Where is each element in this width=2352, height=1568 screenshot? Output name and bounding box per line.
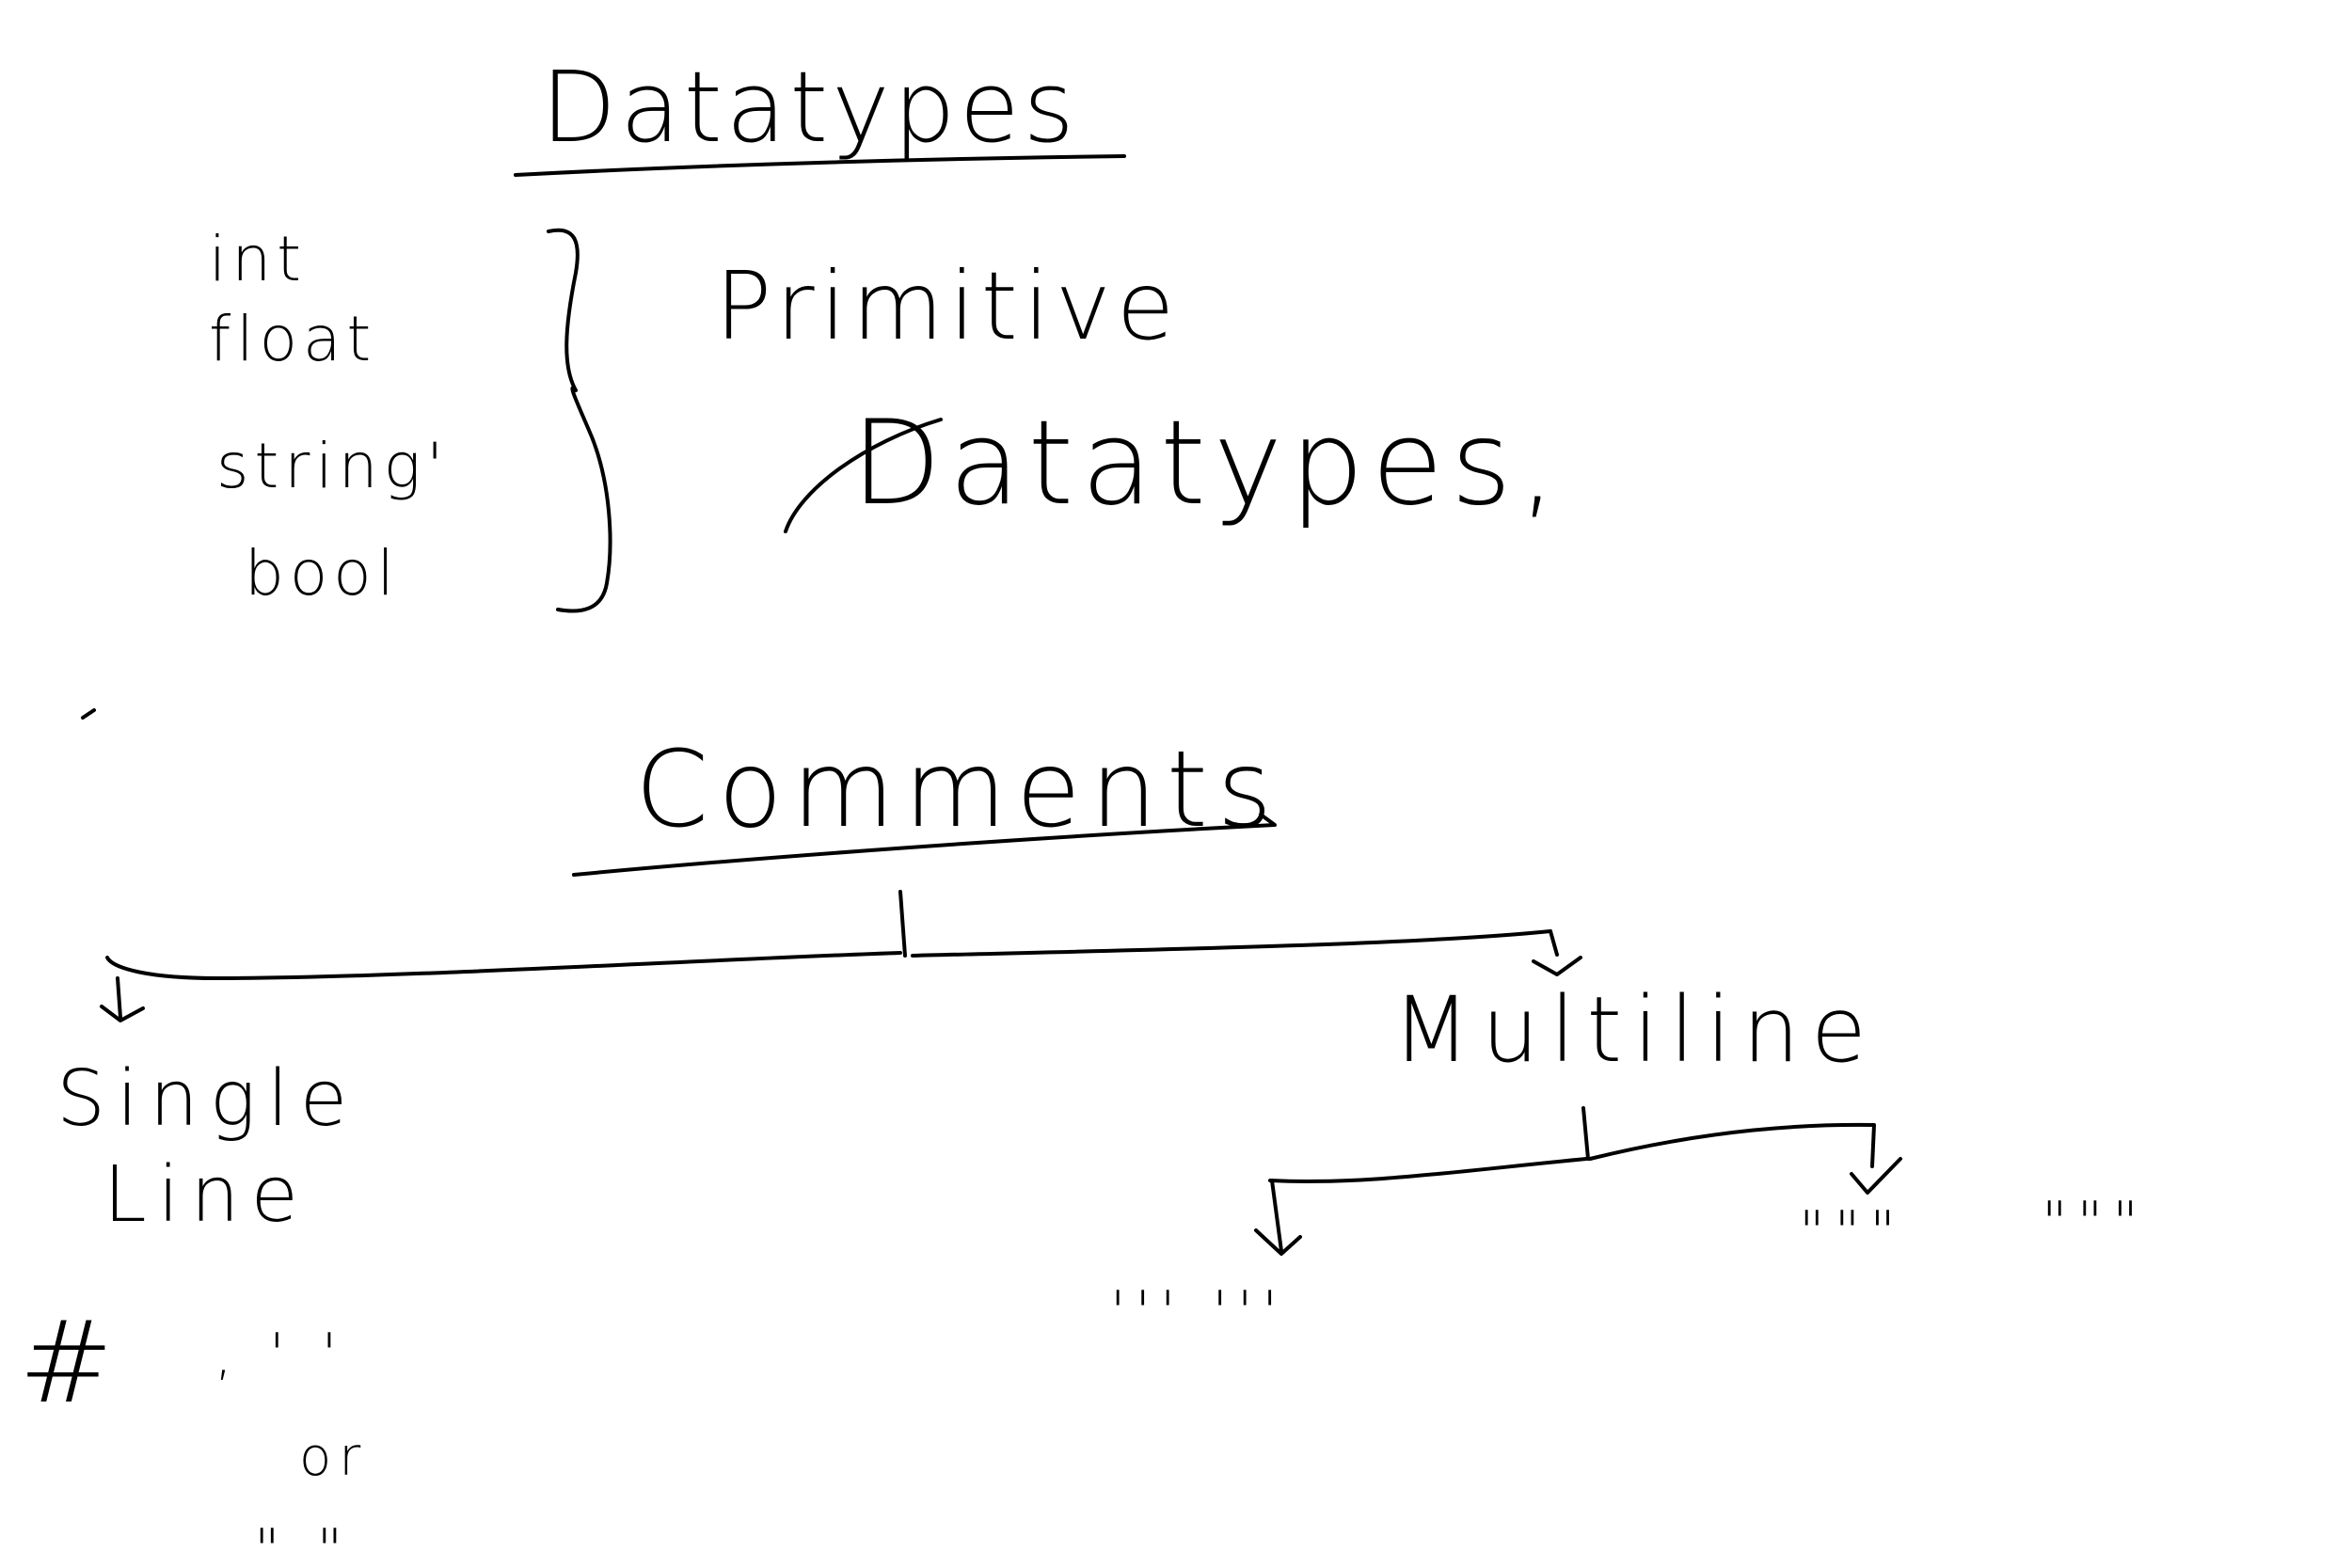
hash-symbol: # [19, 1298, 114, 1429]
double-quote-symbols: " " [254, 1517, 352, 1568]
tree-right-arrow [1532, 929, 1582, 976]
list-item-int: int [209, 223, 307, 295]
heading-datatypes: Datatypes [541, 50, 1078, 165]
tree-right-branch [911, 929, 1552, 958]
primitive-label-line2: Datatypes, [851, 396, 1564, 531]
multiline-left-arrow [1254, 1179, 1302, 1256]
heading-datatypes-underline [514, 154, 1126, 177]
triple-double-quotes-a: """ [1799, 1199, 1905, 1265]
multiline-right-branch [1588, 1122, 1876, 1168]
heading-comments: Comments [635, 729, 1281, 851]
list-item-string: string' [216, 430, 449, 502]
single-quote-symbols: , ' ' [215, 1322, 346, 1387]
heading-comments-underline [572, 813, 1277, 877]
curly-brace [547, 228, 612, 613]
or-text: or [299, 1427, 368, 1488]
tree-left-branch [105, 951, 902, 980]
branch-single-line2: Line [103, 1150, 310, 1240]
multiline-stem [1581, 1106, 1590, 1161]
stray-mark [81, 708, 96, 720]
multiline-right-arrow [1850, 1157, 1902, 1195]
tree-left-arrow [100, 976, 145, 1022]
triple-double-quotes-b: """ [2042, 1190, 2148, 1256]
branch-single-line1: Single [56, 1054, 358, 1144]
datatypes-swoosh [784, 418, 943, 533]
tree-stem [898, 890, 907, 958]
list-item-bool: bool [245, 537, 400, 610]
multiline-left-branch [1268, 1157, 1588, 1183]
triple-single-quotes: ''' ''' [1110, 1279, 1287, 1345]
branch-multiline: Multiline [1392, 977, 1878, 1083]
list-item-float: float [209, 303, 376, 375]
primitive-label-line1: Primitive [715, 251, 1180, 361]
